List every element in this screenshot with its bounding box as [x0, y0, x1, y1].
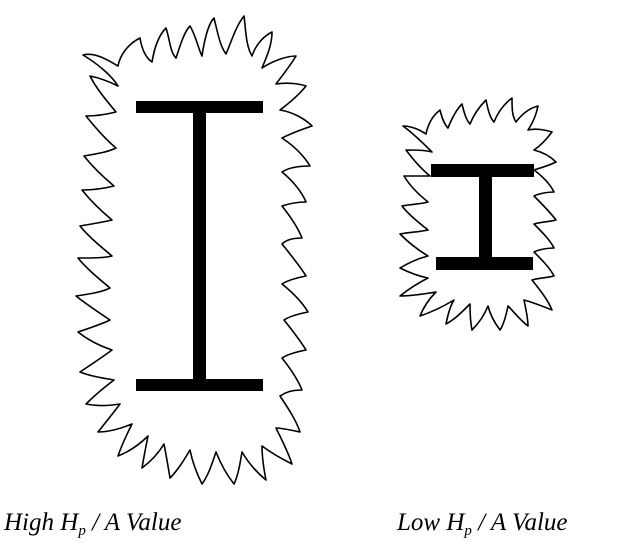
high-section-group: [76, 16, 312, 484]
small-i-beam-icon: [431, 164, 534, 270]
large-beam-bottom-flange: [136, 379, 263, 391]
high-caption-prefix: High H: [4, 509, 78, 536]
high-caption-suffix: / A Value: [86, 509, 182, 536]
low-caption-subscript: p: [464, 523, 472, 539]
small-beam-top-flange: [431, 164, 534, 177]
low-caption-prefix: Low H: [397, 509, 464, 536]
small-flame-outline: [400, 98, 556, 330]
high-hp-a-caption: High Hp / A Value: [4, 508, 181, 538]
low-hp-a-caption: Low Hp / A Value: [397, 508, 568, 538]
low-caption-suffix: / A Value: [472, 509, 568, 536]
large-i-beam-icon: [136, 101, 263, 391]
large-beam-web: [193, 113, 206, 379]
high-caption-subscript: p: [78, 523, 86, 539]
small-beam-bottom-flange: [436, 257, 533, 270]
small-beam-web: [479, 177, 492, 257]
low-section-group: [400, 98, 556, 330]
large-beam-top-flange: [136, 101, 263, 113]
